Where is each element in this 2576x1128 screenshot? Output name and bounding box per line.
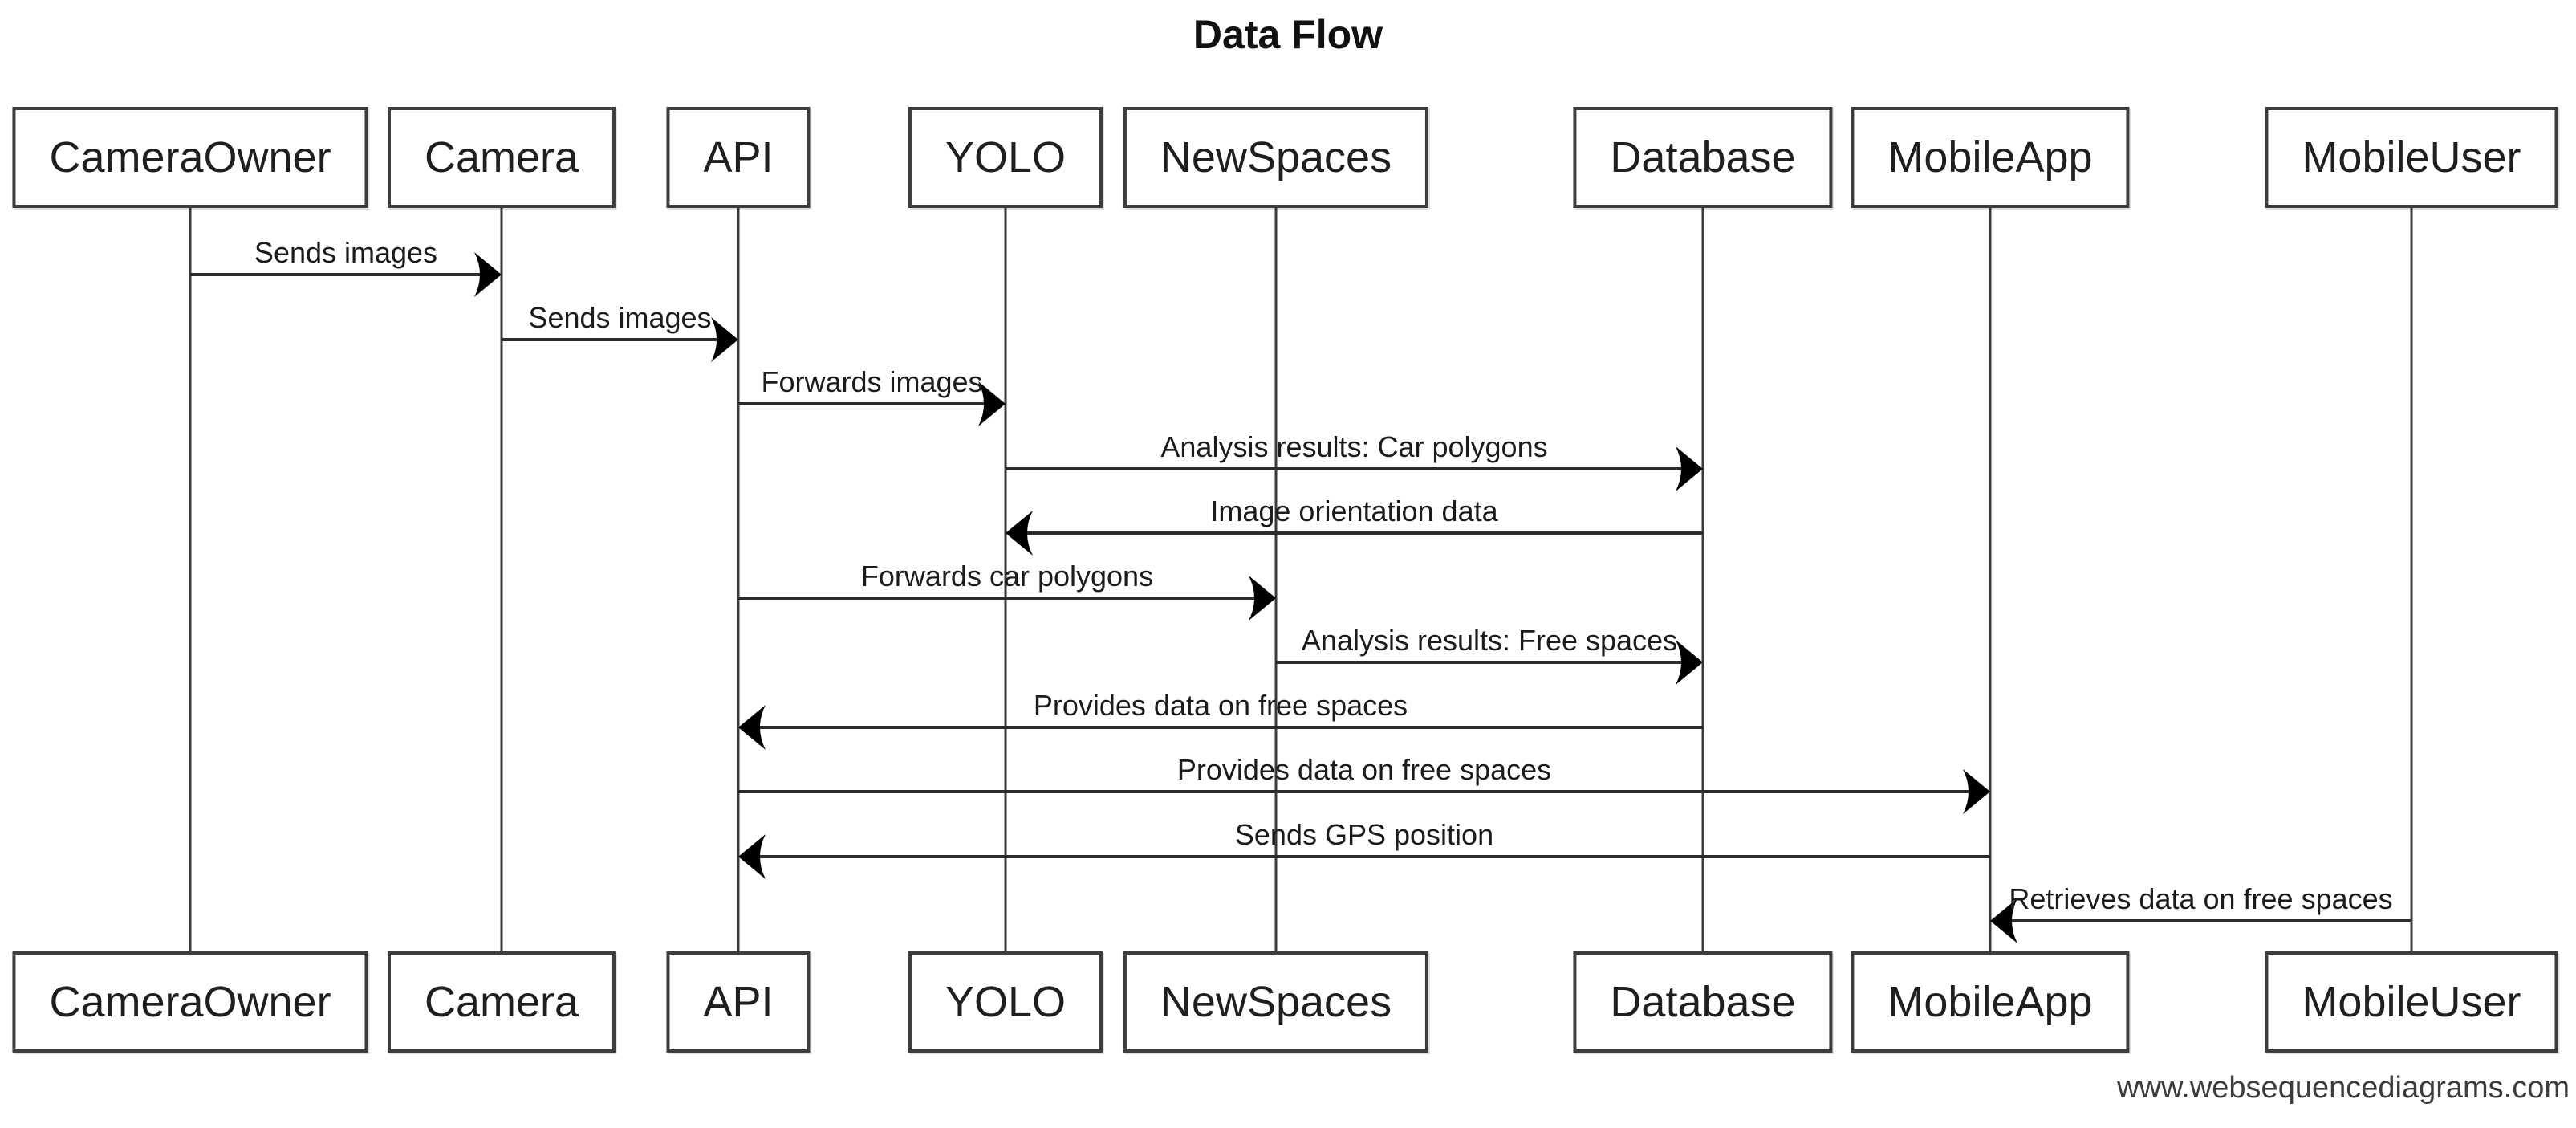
actor-box-mobileapp-top: MobileApp (1851, 107, 2130, 208)
message-label-4: Image orientation data (1210, 495, 1498, 527)
message-label-0: Sends images (254, 236, 438, 269)
actor-box-camera-top: Camera (387, 107, 616, 208)
message-label-1: Sends images (528, 301, 712, 334)
actor-box-mobileuser-bottom: MobileUser (2265, 951, 2558, 1053)
message-label-6: Analysis results: Free spaces (1301, 624, 1678, 657)
message-arrowhead-5 (1249, 576, 1276, 621)
message-arrowhead-4 (1006, 511, 1033, 556)
message-arrowhead-2 (978, 381, 1006, 426)
actor-box-mobileapp-bottom: MobileApp (1851, 951, 2130, 1053)
message-arrowhead-0 (474, 252, 502, 297)
actor-box-newspaces-top: NewSpaces (1123, 107, 1429, 208)
message-label-5: Forwards car polygons (860, 560, 1154, 593)
actor-box-yolo-top: YOLO (908, 107, 1103, 208)
message-arrowhead-6 (1676, 640, 1703, 685)
actor-box-camera-bottom: Camera (387, 951, 616, 1053)
message-arrowhead-7 (738, 705, 766, 750)
actor-box-newspaces-bottom: NewSpaces (1123, 951, 1429, 1053)
actor-box-api-bottom: API (666, 951, 811, 1053)
message-arrowhead-8 (1963, 769, 1990, 814)
actor-box-api-top: API (666, 107, 811, 208)
message-label-3: Analysis results: Car polygons (1160, 430, 1548, 463)
actor-box-cameraowner-bottom: CameraOwner (12, 951, 368, 1053)
actor-box-cameraowner-top: CameraOwner (12, 107, 368, 208)
message-label-10: Retrieves data on free spaces (2009, 882, 2393, 915)
actor-box-database-top: Database (1573, 107, 1833, 208)
message-label-7: Provides data on free spaces (1033, 689, 1408, 722)
message-label-2: Forwards images (761, 365, 983, 398)
message-arrowhead-9 (738, 834, 766, 879)
message-arrowhead-3 (1676, 446, 1703, 491)
watermark-text: www.websequencediagrams.com (2117, 1071, 2570, 1105)
diagram-title: Data Flow (1193, 12, 1383, 57)
message-arrowhead-1 (711, 317, 738, 362)
message-label-8: Provides data on free spaces (1176, 753, 1552, 786)
message-arrowhead-10 (1990, 898, 2017, 943)
actor-box-mobileuser-top: MobileUser (2265, 107, 2558, 208)
message-label-9: Sends GPS position (1234, 818, 1494, 851)
actor-box-database-bottom: Database (1573, 951, 1833, 1053)
actor-box-yolo-bottom: YOLO (908, 951, 1103, 1053)
